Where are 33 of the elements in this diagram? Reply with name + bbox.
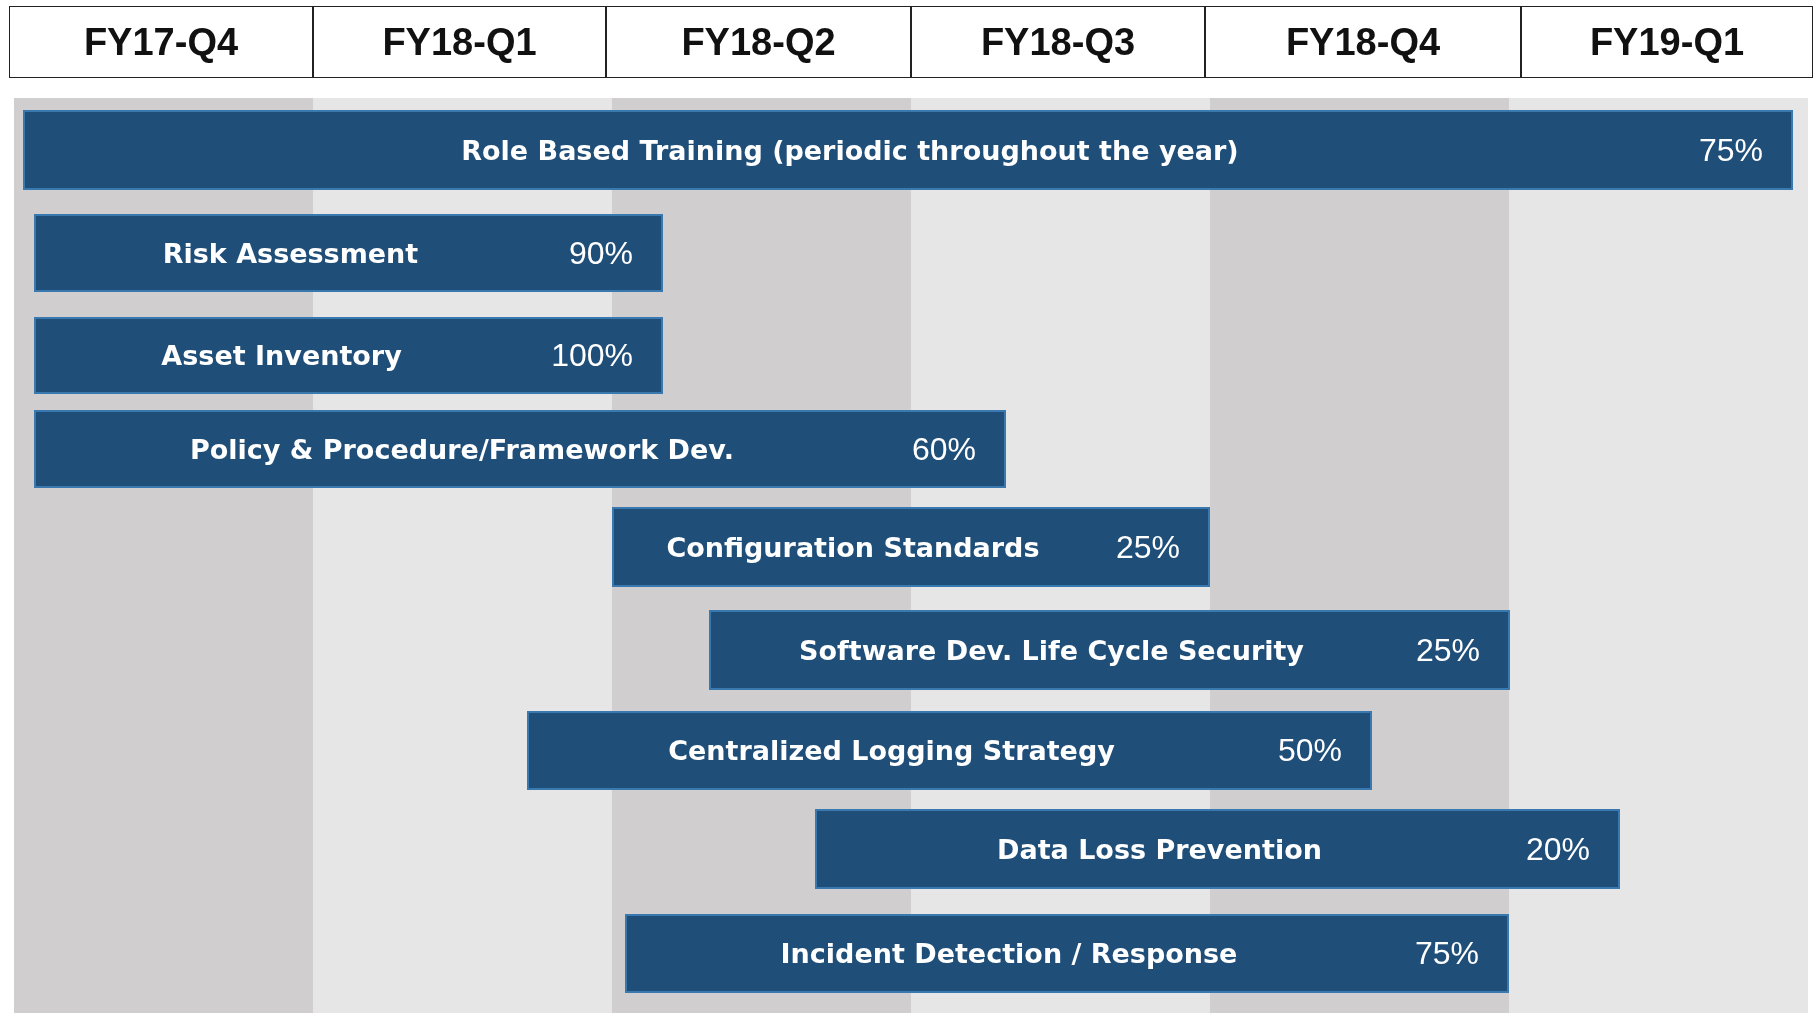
task-name: Centralized Logging Strategy (667, 735, 1116, 766)
quarter-header-cell: FY18-Q2 (606, 6, 911, 78)
task-bar (23, 110, 1793, 190)
task-bar (34, 214, 663, 292)
percent-complete: 75% (1697, 131, 1764, 169)
task-bar (815, 809, 1620, 889)
percent-complete: 90% (567, 234, 634, 272)
task-name: Asset Inventory (160, 340, 403, 371)
task-name: Risk Assessment (161, 237, 420, 269)
quarter-header-cell: FY18-Q4 (1205, 6, 1521, 78)
task-name: Software Dev. Life Cycle Security (798, 634, 1305, 666)
task-name: Incident Detection / Response (779, 938, 1239, 969)
task-name: Role Based Training (periodic throughout the year) (460, 134, 1240, 166)
quarter-header-cell: FY19-Q1 (1521, 6, 1813, 78)
task-name: Policy & Procedure/Framework Dev. (188, 433, 735, 465)
percent-complete: 25% (1114, 528, 1181, 566)
percent-complete: 60% (910, 430, 977, 468)
percent-complete: 20% (1524, 830, 1591, 868)
task-name: Data Loss Prevention (996, 833, 1323, 865)
task-bar (709, 610, 1510, 690)
task-bar (527, 711, 1372, 790)
quarter-header-cell: FY18-Q3 (911, 6, 1205, 78)
percent-complete: 50% (1276, 732, 1343, 769)
task-bar (625, 914, 1509, 993)
task-name: Configuration Standards (665, 531, 1041, 563)
percent-complete: 100% (550, 337, 634, 374)
task-bar (34, 410, 1006, 488)
quarter-header-cell: FY17-Q4 (9, 6, 313, 78)
percent-complete: 25% (1414, 631, 1481, 669)
task-bar (34, 317, 663, 394)
quarter-header-cell: FY18-Q1 (313, 6, 606, 78)
percent-complete: 75% (1413, 935, 1480, 972)
task-bar (612, 507, 1210, 587)
